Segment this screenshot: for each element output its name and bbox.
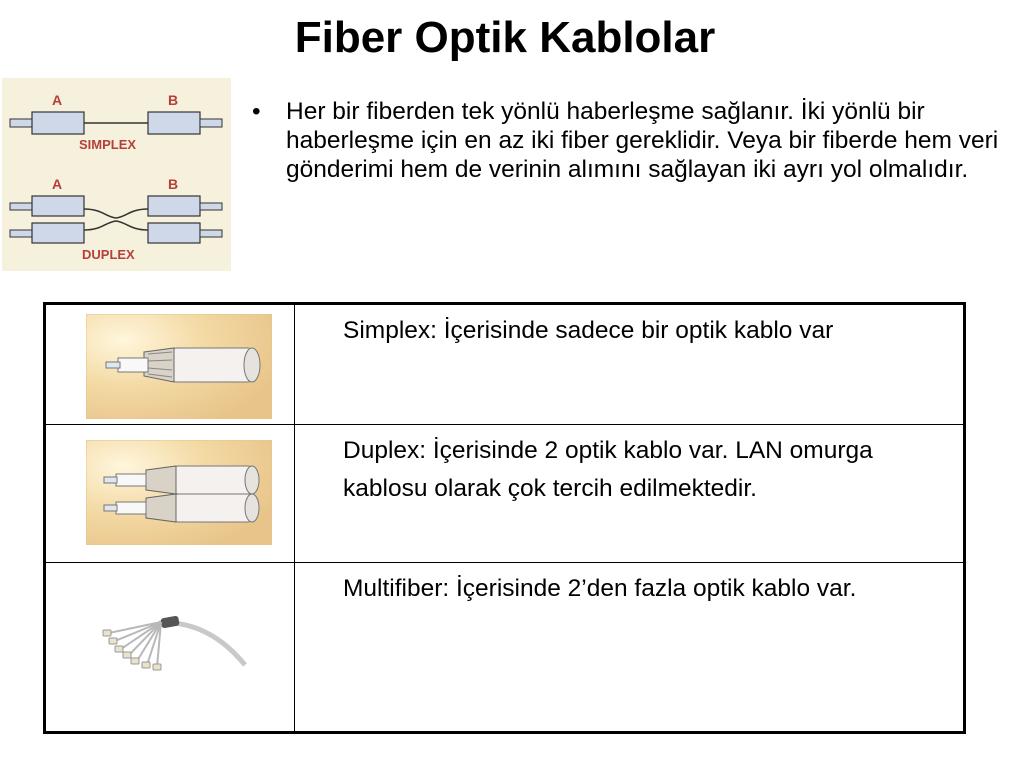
simplex-link <box>9 111 223 135</box>
duplex-label: DUPLEX <box>82 247 135 262</box>
image-cell <box>44 303 295 425</box>
duplex-link <box>9 195 223 244</box>
cable-types-table: Simplex: İçerisinde sadece bir optik kab… <box>43 302 966 734</box>
bullet-text: Her bir fiberden tek yönlü haberleşme sa… <box>286 98 999 183</box>
table-row: Multifiber: İçerisinde 2’den fazla optik… <box>44 562 965 733</box>
table-row: Simplex: İçerisinde sadece bir optik kab… <box>44 303 965 425</box>
description-cell: Duplex: İçerisinde 2 optik kablo var. LA… <box>294 424 965 563</box>
page-title: Fiber Optik Kablolar <box>294 13 716 62</box>
simplex-cable-photo <box>86 314 272 419</box>
simplex-duplex-diagram: A B SIMPLEX A B DUPLEX <box>2 78 231 271</box>
description-cell: Multifiber: İçerisinde 2’den fazla optik… <box>294 562 965 733</box>
image-cell <box>44 424 295 563</box>
bullet-marker: • <box>252 98 261 125</box>
duplex-a-label: A <box>52 176 62 192</box>
duplex-cable-photo <box>86 440 272 545</box>
description-cell: Simplex: İçerisinde sadece bir optik kab… <box>294 303 965 425</box>
simplex-a-label: A <box>52 92 62 108</box>
table-row: Duplex: İçerisinde 2 optik kablo var. LA… <box>44 424 965 563</box>
multifiber-cable-photo <box>102 615 247 671</box>
duplex-b-label: B <box>168 176 178 192</box>
simplex-label: SIMPLEX <box>79 137 136 152</box>
image-cell <box>44 562 295 733</box>
bullet-point: • Her bir fiberden tek yönlü haberleşme … <box>252 97 1012 184</box>
simplex-b-label: B <box>168 92 178 108</box>
